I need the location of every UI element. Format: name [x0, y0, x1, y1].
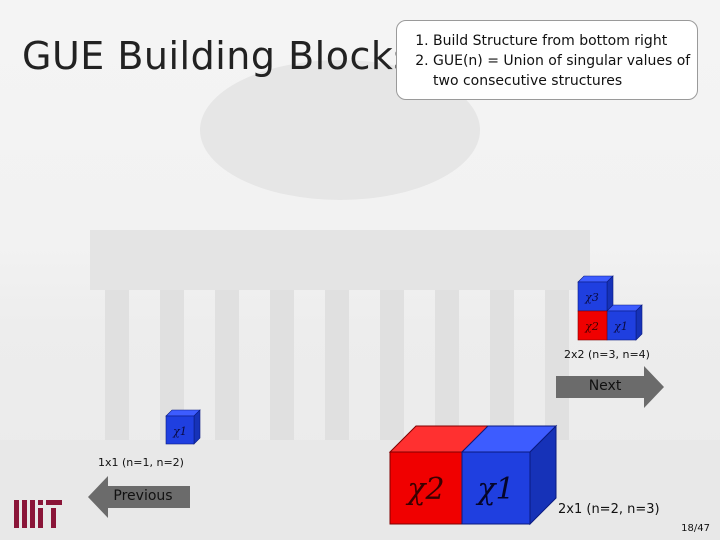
previous-button[interactable]: Previous	[86, 474, 190, 520]
step-item: GUE(n) = Union of singular values of two…	[433, 51, 697, 91]
diagram-2x1: χ2 χ1	[388, 424, 560, 528]
block-label: χ3	[584, 291, 599, 304]
page-number: 18/47	[681, 523, 710, 534]
previous-label: Previous	[96, 488, 190, 504]
diagram-2x2: χ3 χ2 χ1	[572, 268, 650, 342]
next-label: Next	[550, 378, 660, 394]
slide-title: GUE Building Blocks	[22, 34, 414, 78]
next-button[interactable]: Next	[556, 364, 666, 410]
block-label: χ1	[613, 320, 628, 333]
mit-logo	[14, 500, 64, 528]
diagram-caption: 2x2 (n=3, n=4)	[564, 348, 650, 361]
diagram-caption: 2x1 (n=2, n=3)	[558, 502, 660, 517]
diagram-1x1: χ1	[164, 408, 202, 446]
block-label: χ1	[475, 472, 514, 507]
diagram-caption: 1x1 (n=1, n=2)	[98, 456, 184, 469]
block-label: χ2	[405, 472, 444, 507]
block-label: χ2	[584, 320, 599, 333]
block-label: χ1	[172, 425, 187, 438]
steps-list: Build Structure from bottom right GUE(n)…	[397, 21, 697, 91]
step-item: Build Structure from bottom right	[433, 31, 697, 51]
steps-callout: Build Structure from bottom right GUE(n)…	[396, 20, 698, 100]
